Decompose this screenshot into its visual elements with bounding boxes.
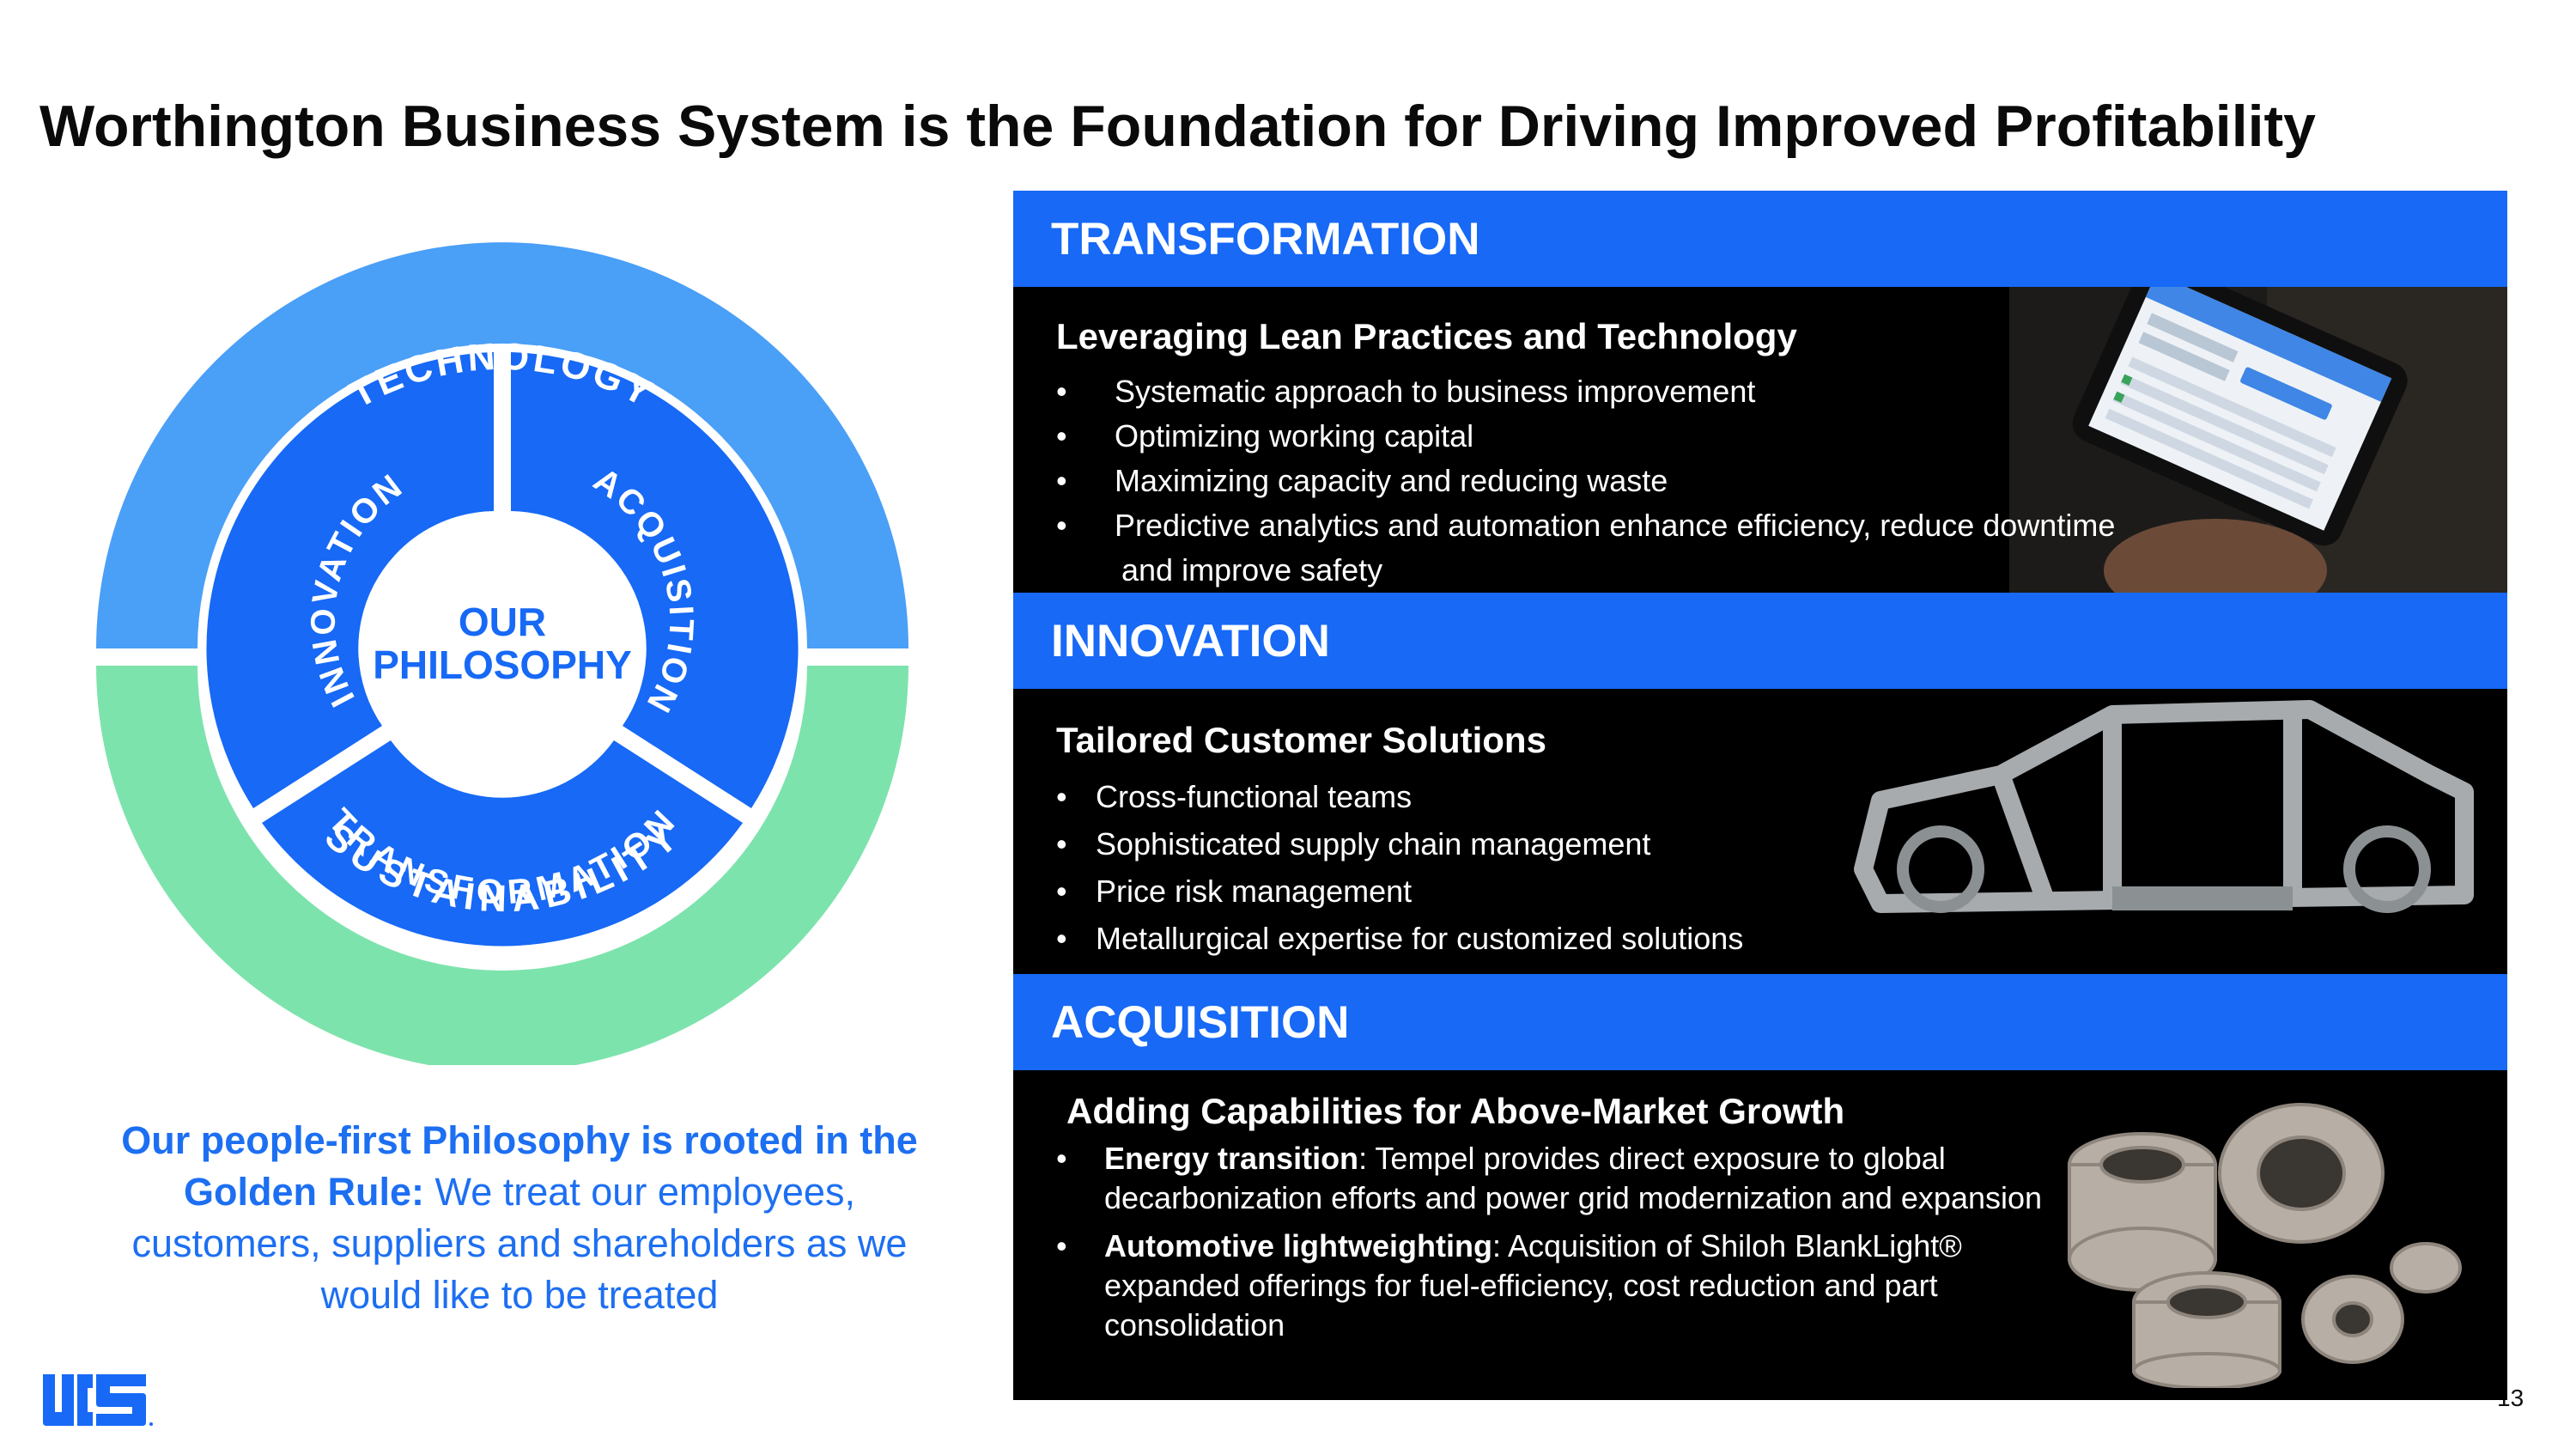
center-label-philosophy: PHILOSOPHY	[373, 642, 632, 687]
innovation-header: INNOVATION	[1013, 593, 2507, 689]
list-item: Systematic approach to business improvem…	[1056, 369, 2172, 414]
motor-laminations-photo	[2068, 1103, 2462, 1388]
list-item: Automotive lightweighting: Acquisition o…	[1056, 1227, 2044, 1345]
transformation-subhead: Leveraging Lean Practices and Technology	[1056, 316, 1797, 356]
list-item: Optimizing working capital	[1056, 414, 2172, 459]
list-item: Maximizing capacity and reducing waste	[1056, 459, 2172, 503]
segment-innovation	[206, 352, 494, 808]
transformation-body: Leveraging Lean Practices and Technology…	[1013, 287, 2507, 593]
philosophy-bold: Our people-first Philosophy is rooted in…	[121, 1118, 918, 1214]
innovation-subhead: Tailored Customer Solutions	[1056, 720, 1546, 760]
list-item: Cross-functional teams	[1056, 773, 2001, 820]
car-body-frame-photo	[1854, 700, 2474, 913]
center-label-our: OUR	[459, 600, 546, 644]
acquisition-body: Adding Capabilities for Above-Market Gro…	[1013, 1070, 2507, 1400]
bullet-bold: Automotive lightweighting	[1104, 1228, 1492, 1263]
segment-transformation	[262, 740, 743, 947]
acquisition-header: ACQUISITION	[1013, 974, 2507, 1070]
philosophy-rest: We treat our employees, customers, suppl…	[131, 1170, 908, 1317]
slide-title: Worthington Business System is the Found…	[39, 94, 2316, 159]
segment-acquisition	[511, 352, 799, 808]
transformation-header: TRANSFORMATION	[1013, 191, 2507, 287]
list-item: Metallurgical expertise for customized s…	[1056, 915, 2001, 962]
list-item: Price risk management	[1056, 868, 2001, 915]
wheel-center	[372, 518, 633, 779]
list-item-continuation: and improve safety	[1121, 552, 1383, 588]
philosophy-statement: Our people-first Philosophy is rooted in…	[86, 1115, 953, 1321]
innovation-bullets: Cross-functional teams Sophisticated sup…	[1056, 773, 2001, 962]
list-item: Sophisticated supply chain management	[1056, 820, 2001, 868]
outer-ring-technology	[96, 242, 908, 648]
acquisition-panel: ACQUISITION Adding Capabilities for Abov…	[1013, 974, 2507, 1400]
acquisition-bullets: Energy transition: Tempel provides direc…	[1056, 1139, 2044, 1354]
bullet-bold: Energy transition	[1104, 1141, 1359, 1176]
acquisition-subhead: Adding Capabilities for Above-Market Gro…	[1066, 1091, 1845, 1131]
list-item: Predictive analytics and automation enha…	[1056, 503, 2172, 548]
philosophy-wheel: TECHNOLOGY SUSTAINABILITY INNOVATION ACQ…	[96, 242, 908, 1065]
transformation-panel: TRANSFORMATION Leveraging Lean Practices	[1013, 191, 2507, 593]
list-item: Energy transition: Tempel provides direc…	[1056, 1139, 2044, 1218]
transformation-bullets: Systematic approach to business improvem…	[1056, 369, 2172, 593]
worthington-logo-icon	[43, 1374, 153, 1426]
bullet-text: : Tempel provides direct exposure to glo…	[1104, 1141, 2043, 1215]
outer-ring-sustainability	[96, 666, 908, 1065]
bullet-text: : Acquisition of Shiloh BlankLight® expa…	[1104, 1228, 1962, 1342]
